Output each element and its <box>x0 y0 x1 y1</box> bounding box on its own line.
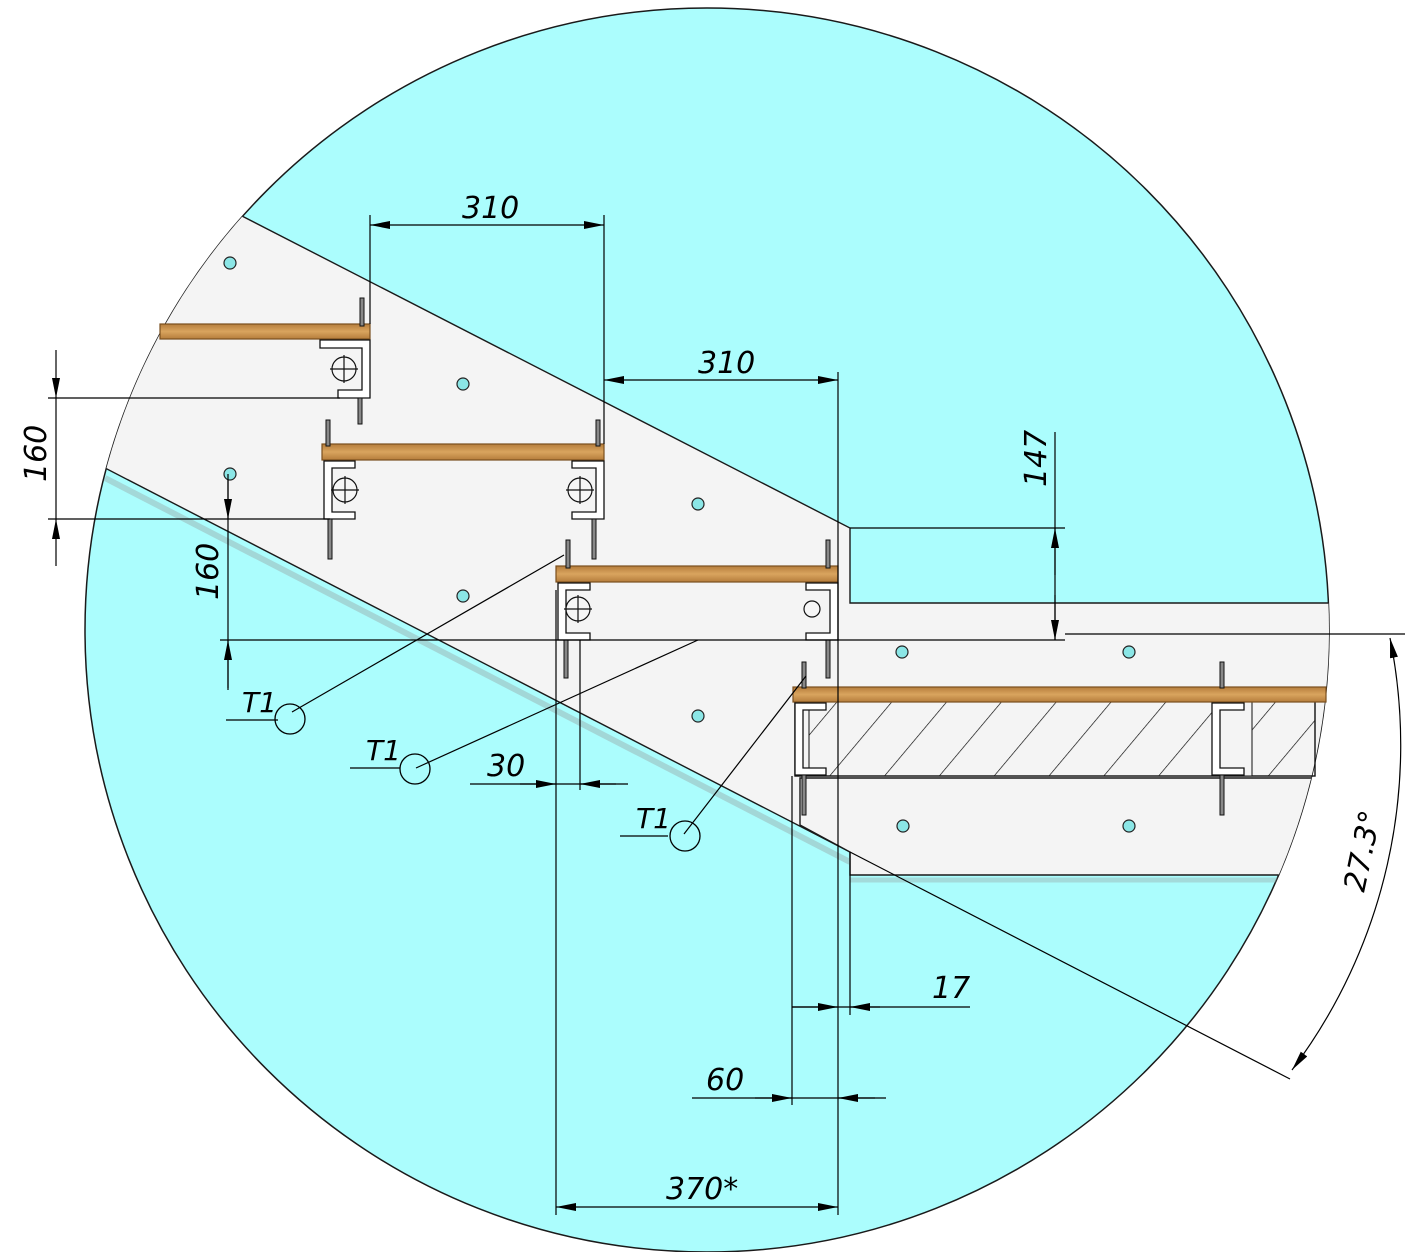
dim-147: 147 <box>1019 430 1054 487</box>
dimension-lines <box>48 215 1405 1215</box>
bolt-rod <box>591 518 597 560</box>
stringer-shadow <box>103 475 852 865</box>
tread-1 <box>159 323 371 340</box>
tag-t1-2: T1 <box>366 734 401 767</box>
bolt-rod <box>357 397 363 425</box>
dim-160-left: 160 <box>19 425 54 482</box>
bolt-cross-icon <box>566 476 594 504</box>
mounting-hole-icon <box>1122 645 1136 659</box>
dim-310-lower: 310 <box>698 346 755 381</box>
bolt-cross-icon <box>803 600 821 618</box>
mounting-hole-icon <box>223 467 237 481</box>
mounting-hole-icon <box>1122 819 1136 833</box>
bolt-rod <box>825 639 831 679</box>
tread-brackets <box>319 339 1245 776</box>
mounting-hole-icon <box>691 709 705 723</box>
mounting-hole-icon <box>691 497 705 511</box>
landing-slab-section <box>794 699 1316 777</box>
dim-370: 370* <box>666 1172 738 1207</box>
bolt-rod <box>825 539 831 569</box>
landing-beam <box>799 777 1329 876</box>
mounting-hole-icon <box>456 589 470 603</box>
bolt-cross-icon <box>331 476 359 504</box>
bolt-rod <box>327 518 333 560</box>
treads <box>159 323 1327 703</box>
dim-30: 30 <box>487 749 525 784</box>
bolt-cross-icon <box>564 595 592 623</box>
tread-3 <box>555 565 839 583</box>
bolt-heads <box>330 355 821 623</box>
tag-t1-1: T1 <box>242 686 277 719</box>
bolt-rod <box>565 539 571 569</box>
tag-circles <box>274 703 701 852</box>
tread-2 <box>321 443 605 461</box>
mounting-holes <box>223 256 1136 833</box>
dim-160-middle: 160 <box>191 543 226 600</box>
bolt-rod <box>595 419 601 447</box>
mounting-hole-icon <box>456 377 470 391</box>
bolt-rod <box>801 661 807 689</box>
bolt-rod <box>1219 661 1225 689</box>
dim-angle: 27.3° <box>1338 807 1389 894</box>
dimension-arrow-icon <box>1291 637 1402 1071</box>
bolt-rod <box>325 419 331 447</box>
dim-17: 17 <box>932 971 970 1006</box>
dim-60: 60 <box>706 1063 744 1098</box>
mounting-hole-icon <box>895 645 909 659</box>
bolt-cross-icon <box>330 355 358 383</box>
tread-landing <box>792 686 1327 703</box>
bolt-rod <box>1219 774 1225 816</box>
tag-t1-3: T1 <box>636 802 671 835</box>
bolt-rod <box>563 639 569 679</box>
mounting-hole-icon <box>223 256 237 270</box>
bolts <box>325 297 1225 816</box>
bolt-rod <box>359 297 365 327</box>
dim-310-upper: 310 <box>462 191 519 226</box>
bolt-rod <box>801 774 807 816</box>
mounting-hole-icon <box>896 819 910 833</box>
